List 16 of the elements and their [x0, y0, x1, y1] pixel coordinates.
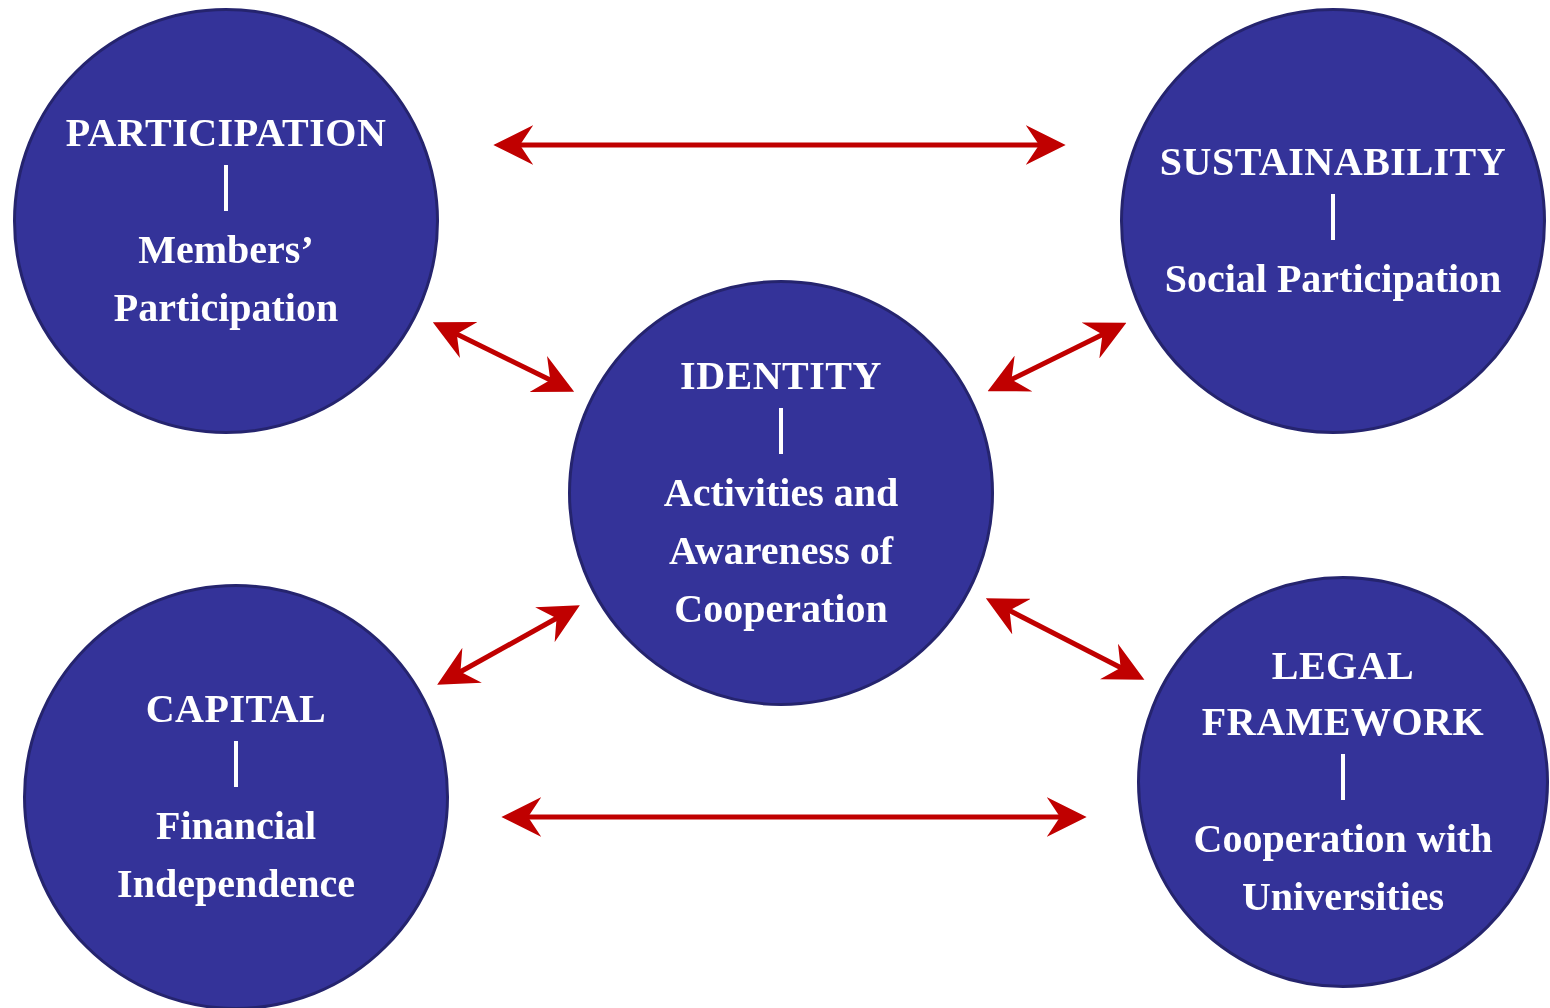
- double-arrow: [493, 125, 1066, 165]
- node-title: IDENTITY: [680, 352, 882, 400]
- node-subtitle: Financial Independence: [116, 802, 356, 908]
- node-title: LEGAL FRAMEWORK: [1200, 642, 1486, 746]
- node-title: SUSTAINABILITY: [1159, 138, 1507, 186]
- node-title: CAPITAL: [145, 685, 327, 733]
- double-arrow: [987, 322, 1127, 392]
- double-arrow: [432, 322, 575, 392]
- node-subtitle: Social Participation: [1164, 255, 1502, 303]
- node-subtitle: Cooperation with Universities: [1192, 815, 1494, 921]
- double-arrow: [437, 605, 580, 685]
- node-subtitle: Activities and Awareness of Cooperation: [662, 469, 900, 633]
- node-title: PARTICIPATION: [65, 109, 387, 157]
- double-arrow: [985, 598, 1145, 680]
- double-arrow: [501, 797, 1087, 837]
- node-subtitle: Members’ Participation: [112, 226, 340, 332]
